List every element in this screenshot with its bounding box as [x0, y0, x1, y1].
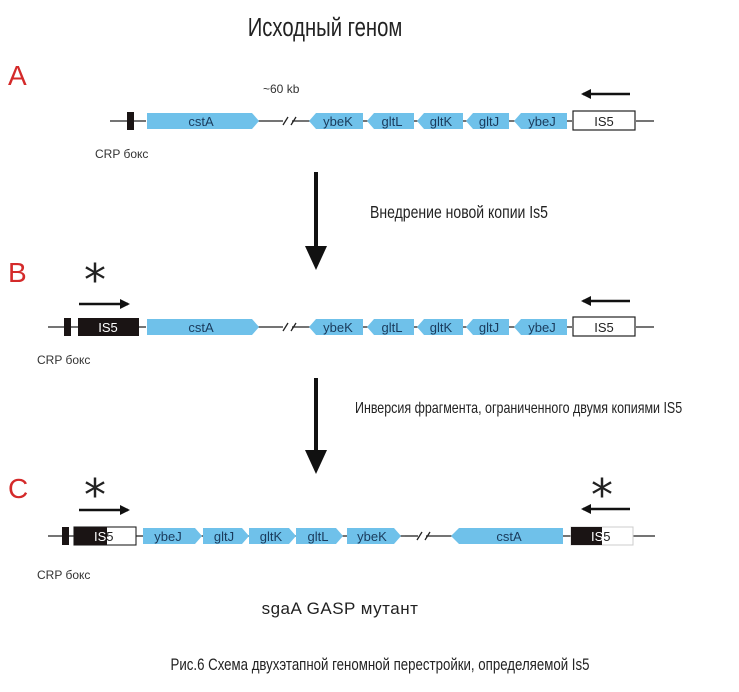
gene-gltJ	[203, 528, 249, 544]
is5-label: IS5	[591, 529, 611, 544]
gene-label: gltL	[382, 114, 403, 129]
gene-label: gltJ	[214, 529, 234, 544]
star-icon: *	[591, 470, 613, 521]
arrow-down-icon	[305, 246, 327, 270]
gene-gltK	[417, 319, 463, 335]
gene-ybeJ	[143, 528, 202, 544]
gene-gltK	[249, 528, 296, 544]
crp-box	[64, 318, 71, 336]
panel-b: B * CRP бокс IS5 cstA ybeK gltL gltK glt…	[8, 255, 654, 367]
figure-caption: Рис.6 Схема двухэтапной геномной перестр…	[171, 656, 590, 675]
gene-label: gltJ	[479, 114, 499, 129]
gene-gltJ	[466, 113, 509, 129]
gene-gltJ	[466, 319, 509, 335]
is5-element	[572, 110, 636, 131]
gene-gltL	[296, 528, 343, 544]
gene-ybeK	[347, 528, 401, 544]
break-mark	[416, 531, 423, 541]
is5-black-part	[74, 527, 107, 545]
gene-label: ybeJ	[528, 114, 555, 129]
panel-c: C * * CRP бокс IS5 ybeJ gltJ gltK gltL y…	[8, 470, 655, 582]
gene-gltL	[367, 113, 414, 129]
is5-black-part	[571, 527, 602, 545]
gene-label: gltL	[382, 320, 403, 335]
gene-label: gltL	[308, 529, 329, 544]
break-mark	[282, 116, 289, 126]
crp-label: CRP бокс	[37, 353, 90, 367]
crp-label: CRP бокс	[37, 568, 90, 582]
gene-label: cstA	[188, 114, 214, 129]
is5-label-part-1: IS	[591, 529, 604, 544]
distance-label: ~60 kb	[263, 82, 300, 96]
gene-ybeK	[309, 113, 363, 129]
gene-label: ybeK	[323, 320, 353, 335]
gene-cstA	[147, 113, 259, 129]
mutant-label: sgaA GASP мутант	[262, 599, 419, 618]
star-icon: *	[84, 255, 106, 306]
gene-label: cstA	[496, 529, 522, 544]
is5-element-new	[78, 318, 139, 336]
panel-a: A ~60 kb CRP бокс cstA ybeK gltL gltK gl…	[8, 60, 654, 161]
is5-label-part-2: 5	[106, 529, 113, 544]
gene-label: ybeK	[357, 529, 387, 544]
crp-box	[62, 527, 69, 545]
panel-label-a: A	[8, 60, 27, 91]
gene-label: gltK	[430, 114, 453, 129]
is5-label: IS5	[98, 320, 118, 335]
gene-label: ybeK	[323, 114, 353, 129]
is5-label: IS5	[594, 320, 614, 335]
arrow-down-icon	[305, 450, 327, 474]
is5-label-part-2: 5	[603, 529, 610, 544]
gene-label: gltK	[430, 320, 453, 335]
is5-label-part-1: IS	[94, 529, 107, 544]
diagram-title: Исходный геном	[248, 13, 403, 42]
is5-label: IS5	[594, 114, 614, 129]
break-mark	[282, 322, 289, 332]
gene-cstA	[451, 528, 563, 544]
is5-label: IS5	[94, 529, 114, 544]
gene-label: gltJ	[479, 320, 499, 335]
gene-ybeJ	[514, 113, 567, 129]
gene-ybeJ	[514, 319, 567, 335]
panel-label-c: C	[8, 473, 28, 504]
gene-label: ybeJ	[528, 320, 555, 335]
gene-cstA	[147, 319, 259, 335]
gene-label: gltK	[260, 529, 283, 544]
step-1-label: Внедрение новой копии Is5	[370, 202, 548, 222]
crp-label: CRP бокс	[95, 147, 148, 161]
gene-label: ybeJ	[154, 529, 181, 544]
panel-label-b: B	[8, 257, 27, 288]
step-2-label: Инверсия фрагмента, ограниченного двумя …	[355, 400, 682, 418]
gene-ybeK	[309, 319, 363, 335]
is5-element	[572, 316, 636, 337]
gene-label: cstA	[188, 320, 214, 335]
crp-box	[127, 112, 134, 130]
star-icon: *	[84, 470, 106, 521]
gene-gltL	[367, 319, 414, 335]
gene-gltK	[417, 113, 463, 129]
